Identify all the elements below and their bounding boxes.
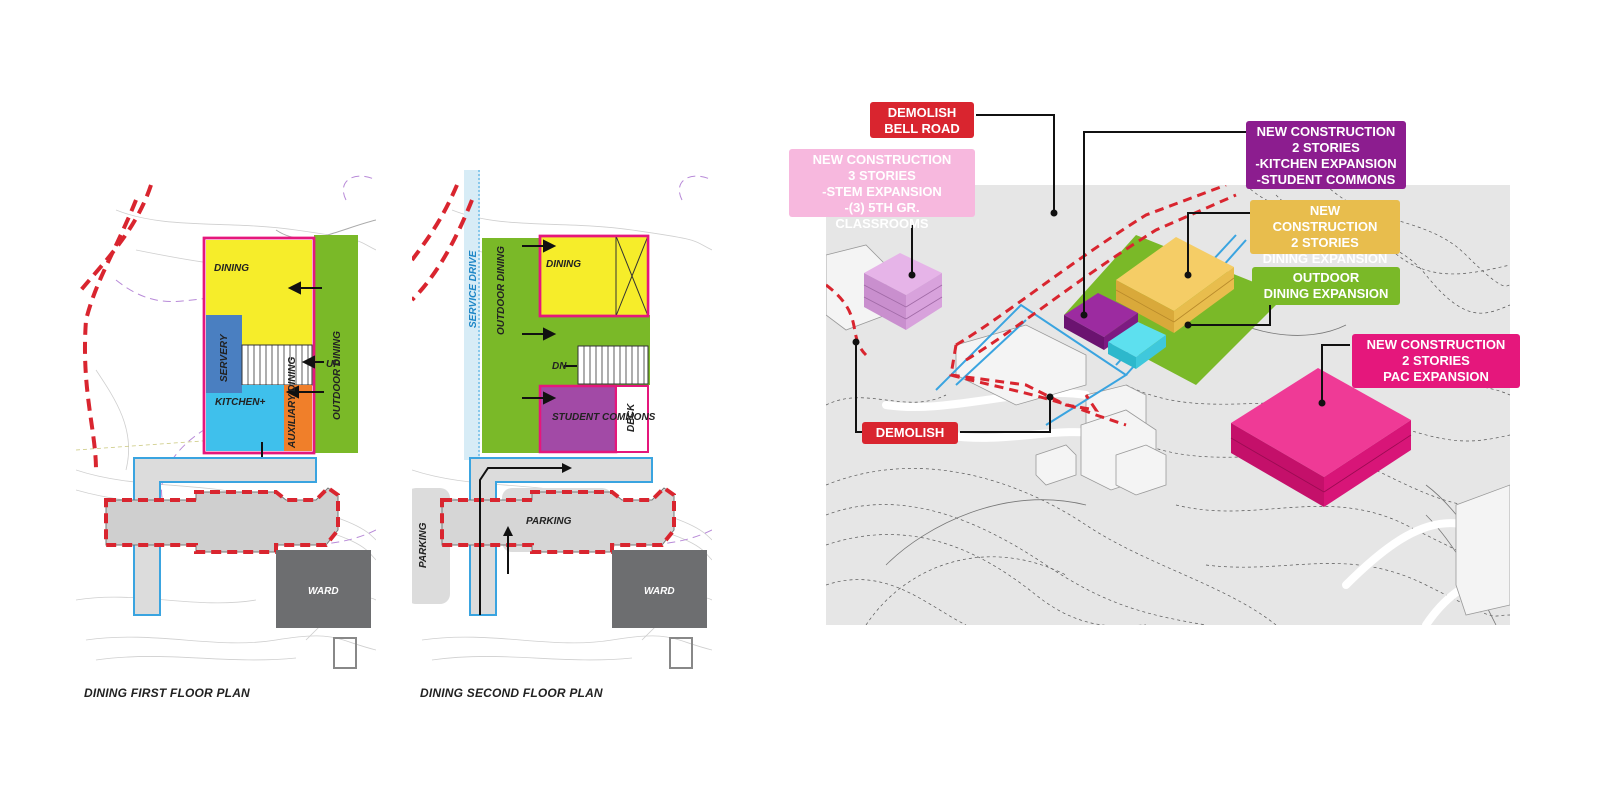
label-service-drive: SERVICE DRIVE	[468, 250, 479, 328]
label-dining: DINING	[214, 263, 249, 274]
label-dn: DN	[552, 361, 567, 372]
outdoor-dining-area	[482, 238, 540, 453]
student-commons-block	[1108, 322, 1166, 369]
label-student-commons: STUDENT COMMONS	[552, 412, 656, 423]
label-deck: DECK	[626, 403, 637, 432]
stair	[241, 344, 313, 386]
stem-expansion-block	[863, 253, 943, 330]
service-route	[479, 467, 562, 615]
label-kitchen: KITCHEN+	[215, 397, 265, 408]
second-floor-plan-drawing: SERVICE DRIVE OUTDOOR DINING DINING DN S…	[406, 170, 713, 670]
callout-kitchen-expansion: NEW CONSTRUCTION 2 STORIES -KITCHEN EXPA…	[1246, 121, 1406, 189]
dining-area	[206, 240, 312, 315]
callout-demolish-bell-road: DEMOLISH BELL ROAD	[870, 102, 974, 138]
servery-area	[206, 315, 242, 391]
callout-outdoor-dining-expansion: OUTDOOR DINING EXPANSION	[1252, 267, 1400, 305]
first-floor-plan: DINING OUTDOOR DINING SERVERY UP KITCHEN…	[75, 170, 377, 670]
site-axon-drawing	[825, 114, 1511, 629]
label-servery: SERVERY	[219, 333, 230, 382]
walkway	[469, 457, 653, 616]
caption-first-floor: DINING FIRST FLOOR PLAN	[84, 686, 250, 700]
callout-pac-expansion: NEW CONSTRUCTION 2 STORIES PAC EXPANSION	[1352, 334, 1520, 388]
callout-stem-expansion: NEW CONSTRUCTION 3 STORIES -STEM EXPANSI…	[789, 149, 975, 231]
demolish-outline	[104, 485, 340, 554]
site-axonometric	[825, 114, 1511, 629]
callout-demolish: DEMOLISH	[862, 422, 958, 444]
label-up: UP	[326, 359, 340, 370]
demolish-outline	[440, 485, 676, 554]
callout-dining-expansion: NEW CONSTRUCTION 2 STORIES DINING EXPANS…	[1250, 200, 1400, 266]
label-outdoor-dining: OUTDOOR DINING	[332, 331, 343, 420]
caption-second-floor: DINING SECOND FLOOR PLAN	[420, 686, 603, 700]
demolish-road	[79, 184, 153, 292]
ward-building	[612, 550, 707, 628]
demolish-road	[410, 199, 474, 302]
pac-expansion-block	[1230, 368, 1412, 507]
first-floor-plan-drawing: DINING OUTDOOR DINING SERVERY UP KITCHEN…	[75, 170, 377, 670]
label-parking-left: PARKING	[418, 522, 429, 568]
label-ward: WARD	[644, 586, 675, 597]
label-parking: PARKING	[526, 516, 572, 527]
kitchen-area	[206, 385, 284, 451]
flow-arrows	[522, 239, 577, 405]
label-auxiliary-dining: AUXILIARY DINING	[287, 356, 298, 449]
outdoor-dining-area	[314, 235, 358, 453]
walkway	[133, 457, 317, 616]
service-drive	[464, 170, 480, 460]
label-outdoor-dining: OUTDOOR DINING	[496, 246, 507, 335]
deck-area	[615, 385, 649, 453]
existing-buildings	[825, 244, 1511, 616]
label-dining: DINING	[546, 259, 581, 270]
stair	[577, 345, 649, 385]
label-ward: WARD	[308, 586, 339, 597]
ward-building	[276, 550, 371, 628]
second-floor-plan: SERVICE DRIVE OUTDOOR DINING DINING DN S…	[406, 170, 713, 670]
parking-left-area	[406, 488, 450, 604]
